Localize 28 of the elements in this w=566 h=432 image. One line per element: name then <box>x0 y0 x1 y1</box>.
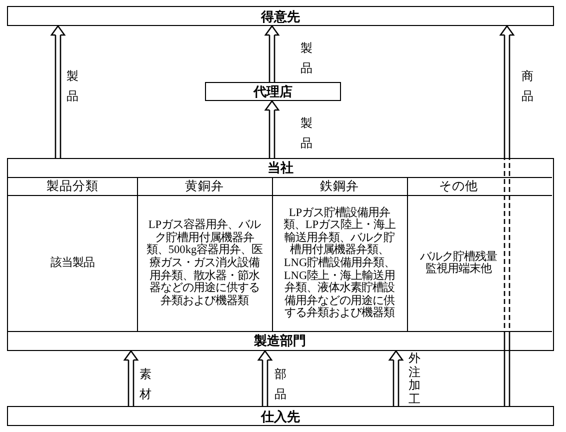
edge-label: 製品 <box>300 115 313 152</box>
table-header-cell: その他 <box>406 176 552 194</box>
edge-label: 製品 <box>66 68 79 105</box>
table-frame <box>7 158 554 351</box>
table-row: 製造部門 <box>8 330 498 349</box>
arrow <box>500 25 514 407</box>
arrow <box>50 25 66 159</box>
title-band: 得意先 <box>7 6 554 26</box>
edge-label: 外注加工 <box>408 352 421 406</box>
table-header-cell: 黄銅弁 <box>136 176 272 194</box>
table-header-cell: 製品分類 <box>8 176 136 194</box>
table-cell: バルク貯槽残量監視用端末他 <box>406 194 552 332</box>
arrow <box>124 350 138 407</box>
edge-label: 製品 <box>300 40 313 77</box>
table-cell: LPガス貯槽設備用弁類、LPガス陸上・海上輸送用弁類、バルク貯槽用付属機器弁類、LNG貯槽設備用弁類、LNG陸上・海上輸送用弁類、液体水素貯槽設備用弁などの用途に供する弁類および機器類 <box>272 194 406 332</box>
process-box: 代理店 <box>205 82 341 101</box>
title-band: 仕入先 <box>7 406 554 426</box>
table-header-cell: 鉄鋼弁 <box>272 176 406 194</box>
table-cell: LPガス容器用弁、バルク貯槽用付属機器弁類、500kg容器用弁、医療ガス・ガス消火設備用弁類、散水器・節水器などの用途に供する弁類および機器類 <box>136 194 272 332</box>
arrow <box>264 100 280 159</box>
edge-label: 商品 <box>521 68 534 105</box>
edge-label: 素材 <box>139 366 152 403</box>
table-heading: 当社 <box>266 159 294 176</box>
arrow <box>388 350 404 407</box>
arrow <box>264 25 280 83</box>
edge-label: 部品 <box>274 366 287 403</box>
table-cell: 該当製品 <box>8 194 136 332</box>
arrow <box>258 350 272 407</box>
